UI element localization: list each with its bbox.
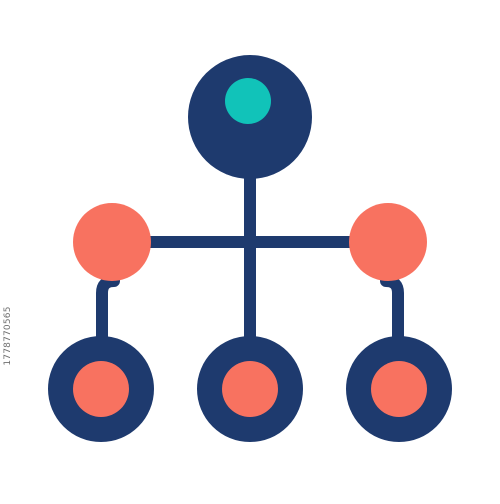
stock-id-text: 1778770565 <box>3 306 13 366</box>
right-connector <box>380 275 404 352</box>
horizontal-branch <box>110 236 388 248</box>
bottom-right-node-inner <box>371 361 427 417</box>
top-node-inner <box>225 78 271 124</box>
middle-left-node <box>73 203 151 281</box>
connector-lines <box>96 160 404 352</box>
middle-right-node-circle <box>349 203 427 281</box>
bottom-center-node <box>197 336 303 442</box>
vertical-stem <box>244 160 256 346</box>
bottom-left-node-inner <box>73 361 129 417</box>
middle-right-node <box>349 203 427 281</box>
bottom-right-node <box>346 336 452 442</box>
top-node <box>188 55 312 179</box>
bottom-left-node <box>48 336 154 442</box>
left-connector <box>96 275 120 352</box>
middle-left-node-circle <box>73 203 151 281</box>
bottom-center-node-inner <box>222 361 278 417</box>
